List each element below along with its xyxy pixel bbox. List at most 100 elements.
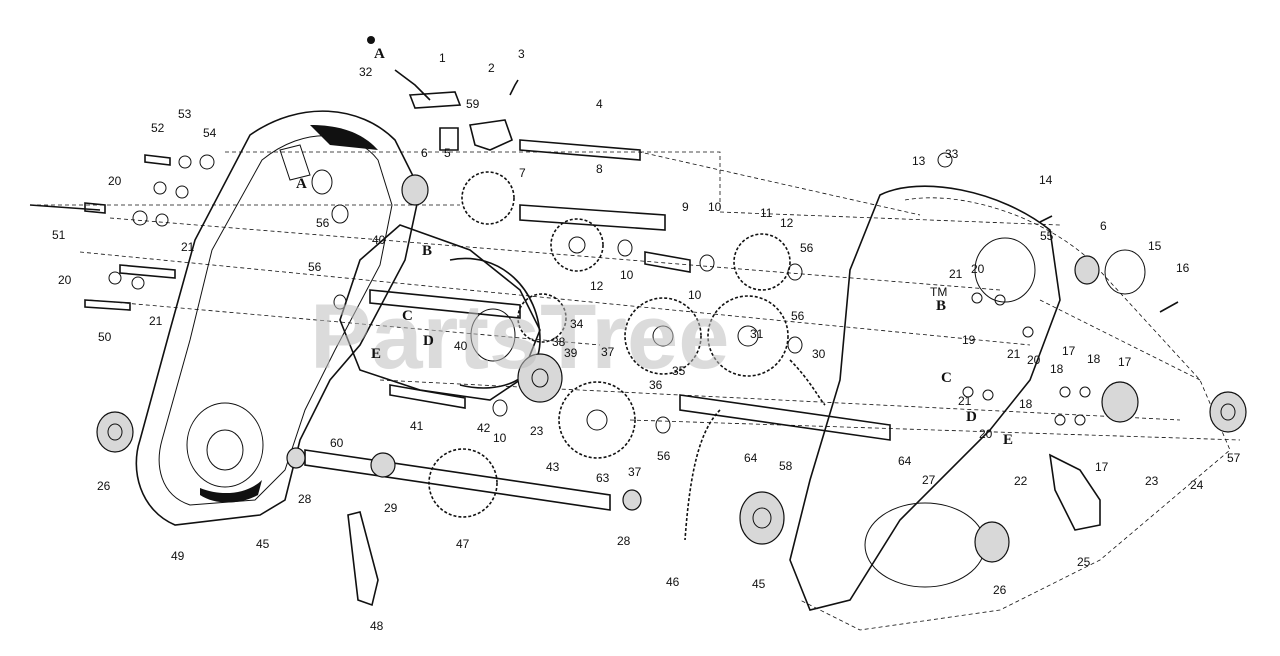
callout-17-a: 17 xyxy=(1062,344,1076,358)
callout-56-b: 56 xyxy=(308,260,322,274)
letter-b-right: B xyxy=(936,298,946,314)
callout-28-b: 28 xyxy=(617,534,631,548)
callout-12-a: 12 xyxy=(780,216,794,230)
callout-20-e: 20 xyxy=(979,427,993,441)
letter-d-right: D xyxy=(966,409,977,425)
callout-39: 39 xyxy=(564,346,578,360)
callout-64-b: 64 xyxy=(898,454,912,468)
callout-18-b: 18 xyxy=(1050,362,1064,376)
callout-8: 8 xyxy=(596,162,603,176)
letter-a-left: A xyxy=(296,176,307,192)
letter-e-left: E xyxy=(371,346,381,362)
callout-10-d: 10 xyxy=(493,431,507,445)
watermark: PartsTree TM xyxy=(310,285,947,388)
callout-10-b: 10 xyxy=(620,268,634,282)
callout-50: 50 xyxy=(98,330,112,344)
callout-35: 35 xyxy=(672,364,686,378)
callout-32: 32 xyxy=(359,65,373,79)
callout-56-a: 56 xyxy=(316,216,330,230)
callout-37-a: 37 xyxy=(601,345,615,359)
callout-33: 33 xyxy=(945,147,959,161)
center-housing xyxy=(339,224,563,403)
gears xyxy=(428,171,791,518)
brackets xyxy=(347,119,1101,607)
callout-18-a: 18 xyxy=(1087,352,1101,366)
callout-54: 54 xyxy=(203,126,217,140)
callout-24: 24 xyxy=(1190,478,1204,492)
bearings xyxy=(96,152,1247,563)
callout-58: 58 xyxy=(779,459,793,473)
callout-20-b: 20 xyxy=(58,273,72,287)
callout-21-a: 21 xyxy=(181,240,195,254)
callout-42: 42 xyxy=(477,421,491,435)
callout-43: 43 xyxy=(546,460,560,474)
callout-60: 60 xyxy=(330,436,344,450)
callout-2: 2 xyxy=(488,61,495,75)
callout-17-c: 17 xyxy=(1095,460,1109,474)
callout-34: 34 xyxy=(570,317,584,331)
right-housing xyxy=(789,185,1231,631)
callout-31: 31 xyxy=(750,327,764,341)
callout-13: 13 xyxy=(912,154,926,168)
letter-d-left: D xyxy=(423,333,434,349)
callout-21-c: 21 xyxy=(949,267,963,281)
callout-46: 46 xyxy=(666,575,680,589)
callout-20-a: 20 xyxy=(108,174,122,188)
callout-40-a: 40 xyxy=(372,233,386,247)
callout-64-a: 64 xyxy=(744,451,758,465)
callout-23-a: 23 xyxy=(530,424,544,438)
callout-45-a: 45 xyxy=(256,537,270,551)
callout-11: 11 xyxy=(760,206,773,220)
callout-15: 15 xyxy=(1148,239,1162,253)
callout-40-b: 40 xyxy=(454,339,468,353)
callout-26-b: 26 xyxy=(993,583,1007,597)
callout-49: 49 xyxy=(171,549,185,563)
letter-b-left: B xyxy=(422,243,432,259)
trademark-symbol: TM xyxy=(930,285,947,299)
callout-14: 14 xyxy=(1039,173,1053,187)
callout-10-a: 10 xyxy=(708,200,722,214)
letter-a-top: A xyxy=(374,46,385,62)
callout-52: 52 xyxy=(151,121,165,135)
letter-c-right: C xyxy=(941,370,952,386)
reference-letters: A A B B C C D D E E xyxy=(296,46,1013,448)
callout-53: 53 xyxy=(178,107,192,121)
callout-21-e: 21 xyxy=(958,394,972,408)
letter-e-right: E xyxy=(1003,432,1013,448)
callout-38: 38 xyxy=(552,335,566,349)
callout-56-c: 56 xyxy=(800,241,814,255)
callout-12-b: 12 xyxy=(590,279,604,293)
callout-5: 5 xyxy=(444,146,451,160)
callout-57: 57 xyxy=(1227,451,1241,465)
callout-18-c: 18 xyxy=(1019,397,1033,411)
callout-30: 30 xyxy=(812,347,826,361)
callout-16: 16 xyxy=(1176,261,1190,275)
callout-45-b: 45 xyxy=(752,577,766,591)
callout-29: 29 xyxy=(384,501,398,515)
callout-25: 25 xyxy=(1077,555,1091,569)
callout-21-b: 21 xyxy=(149,314,163,328)
callout-55: 55 xyxy=(1040,229,1054,243)
callout-4: 4 xyxy=(596,97,603,111)
callout-20-c: 20 xyxy=(971,262,985,276)
callout-23-b: 23 xyxy=(1145,474,1159,488)
callout-20-d: 20 xyxy=(1027,353,1041,367)
callout-26-a: 26 xyxy=(97,479,111,493)
callout-47: 47 xyxy=(456,537,470,551)
callout-28-a: 28 xyxy=(298,492,312,506)
callout-22: 22 xyxy=(1014,474,1028,488)
callout-51: 51 xyxy=(52,228,66,242)
callout-41: 41 xyxy=(410,419,424,433)
letter-c-left: C xyxy=(402,308,413,324)
callout-9: 9 xyxy=(682,200,689,214)
watermark-text: PartsTree xyxy=(310,286,729,388)
callout-21-d: 21 xyxy=(1007,347,1021,361)
left-housing xyxy=(135,110,421,526)
callout-7: 7 xyxy=(519,166,526,180)
callout-37-b: 37 xyxy=(628,465,642,479)
callout-59: 59 xyxy=(466,97,480,111)
callout-labels: 1 2 3 4 5 6 7 8 9 10 10 10 10 11 12 12 1… xyxy=(52,47,1241,633)
callout-48: 48 xyxy=(370,619,384,633)
callout-3: 3 xyxy=(518,47,525,61)
